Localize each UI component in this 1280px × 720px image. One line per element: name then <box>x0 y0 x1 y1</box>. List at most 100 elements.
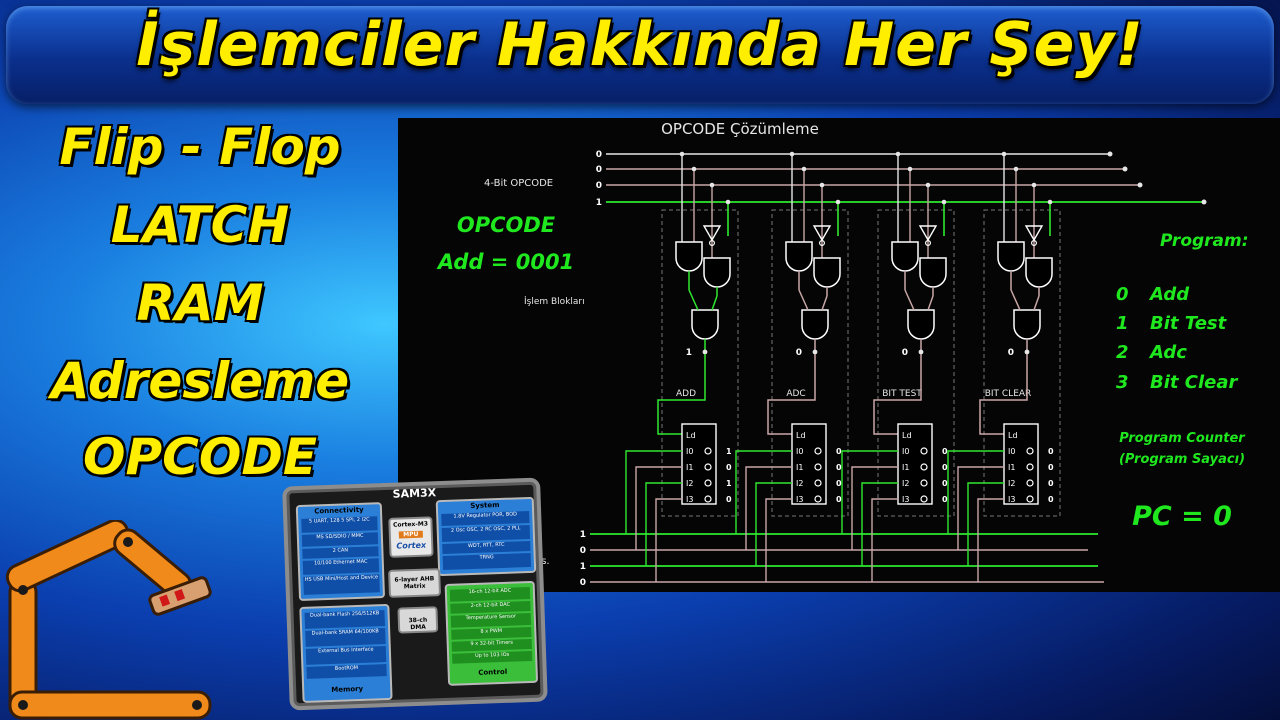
block-name: ADD <box>676 389 696 399</box>
latch-input-label: I0 <box>902 447 909 456</box>
sys-item: WDT, RTT, RTC <box>442 540 531 555</box>
chip-body: SAM3X Connectivity 5 UART, 128 5 SPI, 2 … <box>286 481 544 707</box>
system-block: System 1.8V Regulator POR, BOD 2 Osc OSC… <box>435 496 537 577</box>
latch-load-label: Ld <box>796 431 806 440</box>
pc-subtitle: (Program Sayacı) <box>1119 452 1245 467</box>
opcode-bit: 0 <box>596 150 602 160</box>
conn-item: 10/100 Ethernet MAC <box>302 558 380 575</box>
latch-output-value: 1 <box>726 447 732 456</box>
sys-item: 1.8V Regulator POR, BOD <box>441 510 530 527</box>
mem-item: BootROM <box>306 664 387 679</box>
program-index: 2 <box>1116 342 1129 363</box>
conn-item: MS SD/SDIO / MMC <box>301 532 379 547</box>
core-block: Cortex-M3 MPU Cortex <box>388 516 434 558</box>
conn-item: 5 UART, 128 5 SPI, 2 I2C <box>301 516 378 533</box>
topic-item: LATCH <box>110 196 290 254</box>
opcode-bit: 1 <box>596 198 602 208</box>
latch-output-value: 0 <box>942 447 948 456</box>
latch-input-label: I1 <box>686 463 693 472</box>
data-bus <box>590 533 1104 583</box>
islem-label: İşlem Blokları <box>524 296 585 307</box>
opcode-diagram: OPCODE Çözümleme 0 0 0 1 4-Bit OPCODE OP… <box>436 120 1249 588</box>
latch-output-value: 0 <box>726 495 732 504</box>
block-name: BIT TEST <box>882 389 922 399</box>
block-output-value: 0 <box>902 348 908 358</box>
channel-logo-icon <box>5 520 212 720</box>
latch-load-label: Ld <box>686 431 696 440</box>
memory-label: Memory <box>331 684 364 694</box>
latch-output-value: 0 <box>836 479 842 488</box>
ctrl-item: 9 x 32-bit Timers <box>451 638 532 652</box>
core-label: Cortex-M3 <box>392 520 429 529</box>
latch-input-label: I0 <box>686 447 693 456</box>
latch-input-label: I1 <box>902 463 909 472</box>
conn-item: HS USB Mini/Host and Device <box>303 574 380 595</box>
sys-item: 2 Osc OSC, 2 RC OSC, 2 PLL <box>441 524 531 543</box>
pc-value: PC = 0 <box>1132 501 1232 532</box>
latch-load-label: Ld <box>902 431 912 440</box>
latch-load-label: Ld <box>1008 431 1018 440</box>
latch-input-label: I2 <box>902 479 909 488</box>
latch-input-label: I1 <box>1008 463 1015 472</box>
block-name: ADC <box>786 389 805 399</box>
connectivity-block: Connectivity 5 UART, 128 5 SPI, 2 I2C MS… <box>295 502 386 602</box>
block-output-value: 0 <box>1008 348 1014 358</box>
core-mpu: MPU <box>398 530 423 539</box>
mem-item: External Bus Interface <box>305 646 387 665</box>
latch-input-label: I3 <box>686 495 693 504</box>
opcode-bit: 0 <box>596 181 602 191</box>
control-label: Control <box>478 667 508 677</box>
latch-input-label: I3 <box>796 495 803 504</box>
latch-input-label: I2 <box>686 479 693 488</box>
program-index: 1 <box>1116 313 1129 334</box>
ctrl-item: Up to 103 IOs <box>452 650 533 664</box>
opcode-bit: 0 <box>596 165 602 175</box>
pc-title: Program Counter <box>1119 431 1246 446</box>
dma-block: 38-ch DMA <box>397 606 439 634</box>
sys-item: TRNG <box>442 552 532 571</box>
opcode-callout-value: Add = 0001 <box>436 250 574 274</box>
block-output-value: 1 <box>686 348 692 358</box>
program-name: Adc <box>1148 342 1187 363</box>
diagram-title: OPCODE Çözümleme <box>661 120 819 138</box>
latch-output-value: 0 <box>836 447 842 456</box>
sam3x-chip-image: SAM3X Connectivity 5 UART, 128 5 SPI, 2 … <box>272 471 558 720</box>
opcode-diagram-panel: OPCODE Çözümleme 0 0 0 1 4-Bit OPCODE OP… <box>398 118 1280 592</box>
program-index: 0 <box>1116 284 1129 305</box>
opcode-label: 4-Bit OPCODE <box>484 178 553 189</box>
latch-output-value: 0 <box>1048 447 1054 456</box>
data-bit: 0 <box>580 546 586 556</box>
conn-item: 2 CAN <box>302 546 379 559</box>
block-name: BIT CLEAR <box>985 389 1032 399</box>
topic-item: OPCODE <box>82 428 317 486</box>
program-name: Bit Clear <box>1150 372 1238 393</box>
latch-input-label: I2 <box>796 479 803 488</box>
latch-output-value: 0 <box>942 463 948 472</box>
connectivity-label: Connectivity <box>314 505 364 516</box>
ctrl-item: Temperature Sensor <box>450 612 532 628</box>
ctrl-item: 16-ch 12-bit ADC <box>449 586 531 602</box>
opcode-bus <box>606 151 1207 205</box>
latch-input-label: I3 <box>1008 495 1015 504</box>
control-block: 16-ch 12-bit ADC 2-ch 12-bit DAC Tempera… <box>444 580 539 686</box>
ctrl-item: 2-ch 12-bit DAC <box>450 600 531 614</box>
mem-item: Dual-bank SRAM 64/100KB <box>305 628 386 647</box>
mem-item: Dual-bank Flash 256/512KB <box>304 610 386 629</box>
program-index: 3 <box>1116 372 1129 393</box>
latch-output-value: 0 <box>1048 479 1054 488</box>
memory-block: Dual-bank Flash 256/512KB Dual-bank SRAM… <box>299 603 393 703</box>
bus-matrix-block: 6-layer AHB Matrix <box>388 568 442 598</box>
latch-output-value: 0 <box>836 463 842 472</box>
latch-input-label: I3 <box>902 495 909 504</box>
program-title: Program: <box>1160 231 1249 251</box>
cortex-logo: Cortex <box>396 540 427 551</box>
latch-output-value: 0 <box>1048 495 1054 504</box>
page-title: İşlemciler Hakkında Her Şey! <box>136 10 1144 80</box>
latch-output-value: 0 <box>942 479 948 488</box>
block-output-value: 0 <box>796 348 802 358</box>
system-label: System <box>470 500 500 511</box>
